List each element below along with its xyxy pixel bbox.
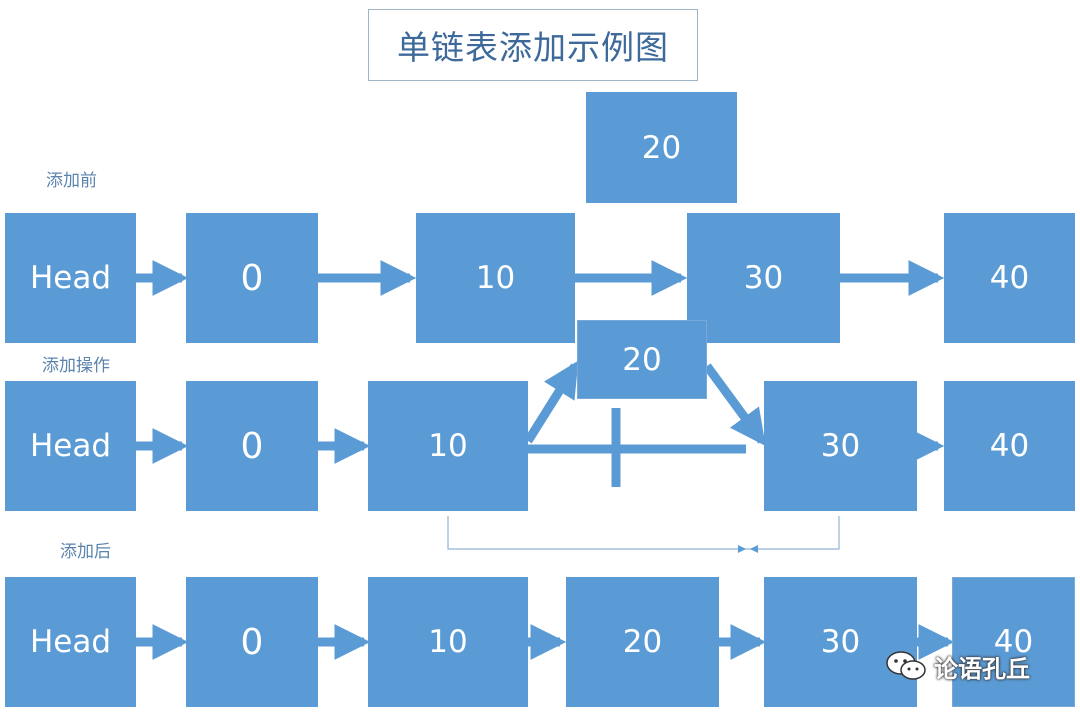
node-before-head: Head [5,213,136,343]
node-after-40: 40 [952,577,1075,707]
node-op-10: 10 [368,381,528,511]
section-label-after: 添加后 [60,542,111,562]
node-op-head: Head [5,381,136,511]
node-after-20: 20 [566,577,719,707]
node-before-30: 30 [687,213,840,343]
arrow-op-20-30 [703,363,766,447]
section-label-operation: 添加操作 [42,356,110,376]
bracket-connector [447,516,840,550]
node-before-10: 10 [416,213,575,343]
arrow-op-10-20 [524,360,579,444]
watermark-text: 论语孔丘 [934,654,1030,683]
section-label-before: 添加前 [46,171,97,191]
node-after-10: 10 [368,577,528,707]
bracket-marker-left [738,545,746,553]
node-op-20-new: 20 [577,320,707,399]
node-before-20-new: 20 [586,92,737,203]
wechat-icon [886,651,926,680]
node-op-30: 30 [764,381,917,511]
node-after-0: 0 [186,577,318,707]
node-op-40: 40 [944,381,1075,511]
node-after-30: 30 [764,577,917,707]
node-after-head: Head [5,577,136,707]
diagram-title: 单链表添加示例图 [368,9,698,81]
node-op-0: 0 [186,381,318,511]
watermark: 论语孔丘 [884,648,1030,684]
node-before-40: 40 [944,213,1075,343]
bracket-marker-right [750,545,758,553]
node-before-0: 0 [186,213,318,343]
